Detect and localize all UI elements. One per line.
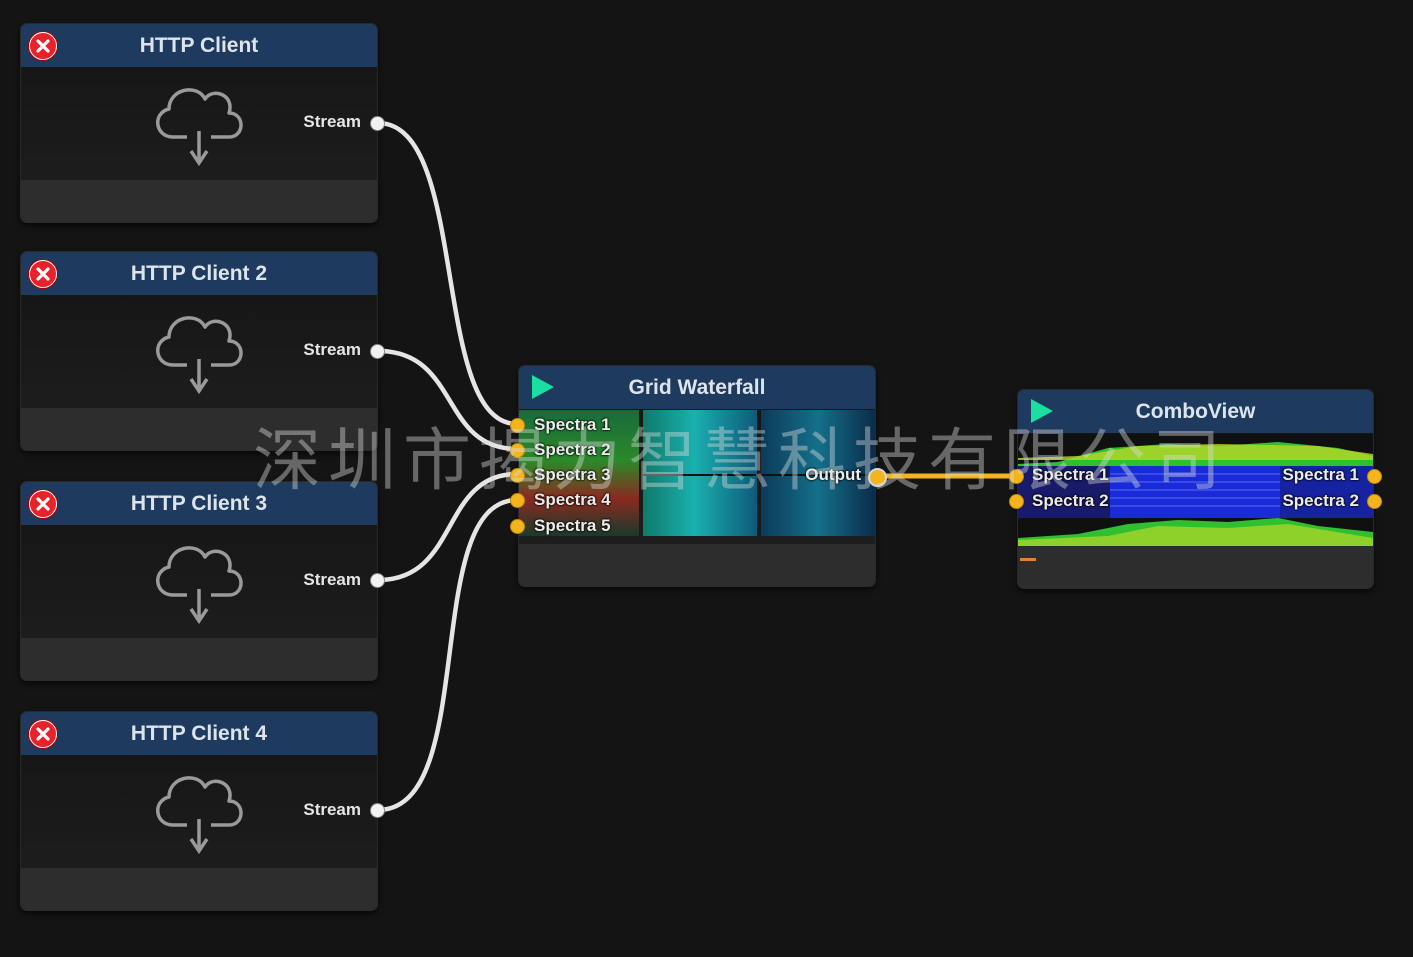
http-client-2-node[interactable]: HTTP Client 2 Stream — [20, 251, 378, 451]
port-label-stream: Stream — [303, 800, 361, 819]
output-port-stream[interactable] — [370, 344, 385, 359]
close-icon[interactable] — [29, 490, 57, 518]
port-label-stream: Stream — [303, 112, 361, 131]
node-title: HTTP Client 4 — [130, 721, 268, 745]
input-label-spectra-2: Spectra 2 — [534, 440, 611, 459]
waterfall-cell — [761, 410, 875, 536]
input-label-spectra-1: Spectra 1 — [1032, 465, 1109, 484]
output-port-stream[interactable] — [370, 573, 385, 588]
cloud-download-icon — [156, 316, 243, 395]
output-label-spectra-1: Spectra 1 — [1282, 465, 1359, 484]
node-header[interactable]: HTTP Client 4 — [21, 712, 377, 755]
node-footer — [21, 408, 377, 450]
http-client-3-node[interactable]: HTTP Client 3 Stream — [20, 481, 378, 681]
waterfall-cell — [519, 410, 639, 536]
port-label-stream: Stream — [303, 340, 361, 359]
input-label-spectra-1: Spectra 1 — [534, 415, 611, 434]
close-icon[interactable] — [29, 32, 57, 60]
close-icon[interactable] — [29, 260, 57, 288]
input-port-spectra-1[interactable] — [1009, 469, 1024, 484]
input-port-spectra-4[interactable] — [510, 493, 525, 508]
link-http4-grid[interactable] — [377, 497, 518, 813]
input-label-spectra-5: Spectra 5 — [534, 516, 611, 535]
combo-preview — [1018, 434, 1373, 546]
grid-waterfall-node[interactable]: Grid Waterfall Spectra 1 Spectra 2 Spect… — [518, 365, 876, 587]
link-http3-grid[interactable] — [377, 471, 518, 583]
output-port-stream[interactable] — [370, 803, 385, 818]
marker-dash — [1020, 558, 1036, 561]
node-footer — [21, 868, 377, 910]
cloud-download-icon — [156, 776, 243, 855]
comboview-node[interactable]: ComboView Spectra 1 Spectra 2 Spectra 1 … — [1017, 389, 1374, 589]
node-footer — [21, 180, 377, 222]
input-label-spectra-4: Spectra 4 — [534, 490, 611, 509]
output-port-spectra-1[interactable] — [1367, 469, 1382, 484]
node-footer — [519, 544, 875, 586]
cloud-download-icon — [156, 546, 243, 625]
waterfall-cell — [643, 410, 757, 536]
waterfall-preview — [519, 410, 875, 536]
close-icon[interactable] — [29, 720, 57, 748]
output-port[interactable] — [868, 468, 887, 487]
node-header[interactable]: HTTP Client 2 — [21, 252, 377, 295]
spectrum-plot — [1018, 442, 1373, 546]
http-client-node[interactable]: HTTP Client Stream — [20, 23, 378, 223]
waterfall-divider — [643, 474, 875, 476]
play-icon[interactable] — [1029, 398, 1055, 424]
node-title: HTTP Client 3 — [130, 491, 268, 515]
port-label-stream: Stream — [303, 570, 361, 589]
node-title: HTTP Client — [139, 33, 259, 57]
node-title: HTTP Client 2 — [130, 261, 268, 285]
link-http2-grid[interactable] — [377, 348, 518, 452]
input-port-spectra-3[interactable] — [510, 468, 525, 483]
node-footer — [21, 638, 377, 680]
node-header[interactable]: Grid Waterfall — [519, 366, 875, 409]
input-label-spectra-2: Spectra 2 — [1032, 491, 1109, 510]
input-port-spectra-5[interactable] — [510, 519, 525, 534]
input-port-spectra-2[interactable] — [510, 443, 525, 458]
node-header[interactable]: ComboView — [1018, 390, 1373, 433]
output-label: Output — [805, 465, 861, 484]
node-title: ComboView — [1135, 399, 1256, 423]
input-port-spectra-1[interactable] — [510, 418, 525, 433]
link-http1-grid[interactable] — [377, 120, 518, 427]
cloud-download-icon — [156, 88, 243, 167]
output-port-stream[interactable] — [370, 116, 385, 131]
play-icon[interactable] — [530, 374, 556, 400]
node-header[interactable]: HTTP Client — [21, 24, 377, 67]
node-title: Grid Waterfall — [628, 375, 766, 399]
http-client-4-node[interactable]: HTTP Client 4 Stream — [20, 711, 378, 911]
node-header[interactable]: HTTP Client 3 — [21, 482, 377, 525]
input-label-spectra-3: Spectra 3 — [534, 465, 611, 484]
output-port-spectra-2[interactable] — [1367, 494, 1382, 509]
input-port-spectra-2[interactable] — [1009, 494, 1024, 509]
output-label-spectra-2: Spectra 2 — [1282, 491, 1359, 510]
node-footer — [1018, 546, 1373, 588]
